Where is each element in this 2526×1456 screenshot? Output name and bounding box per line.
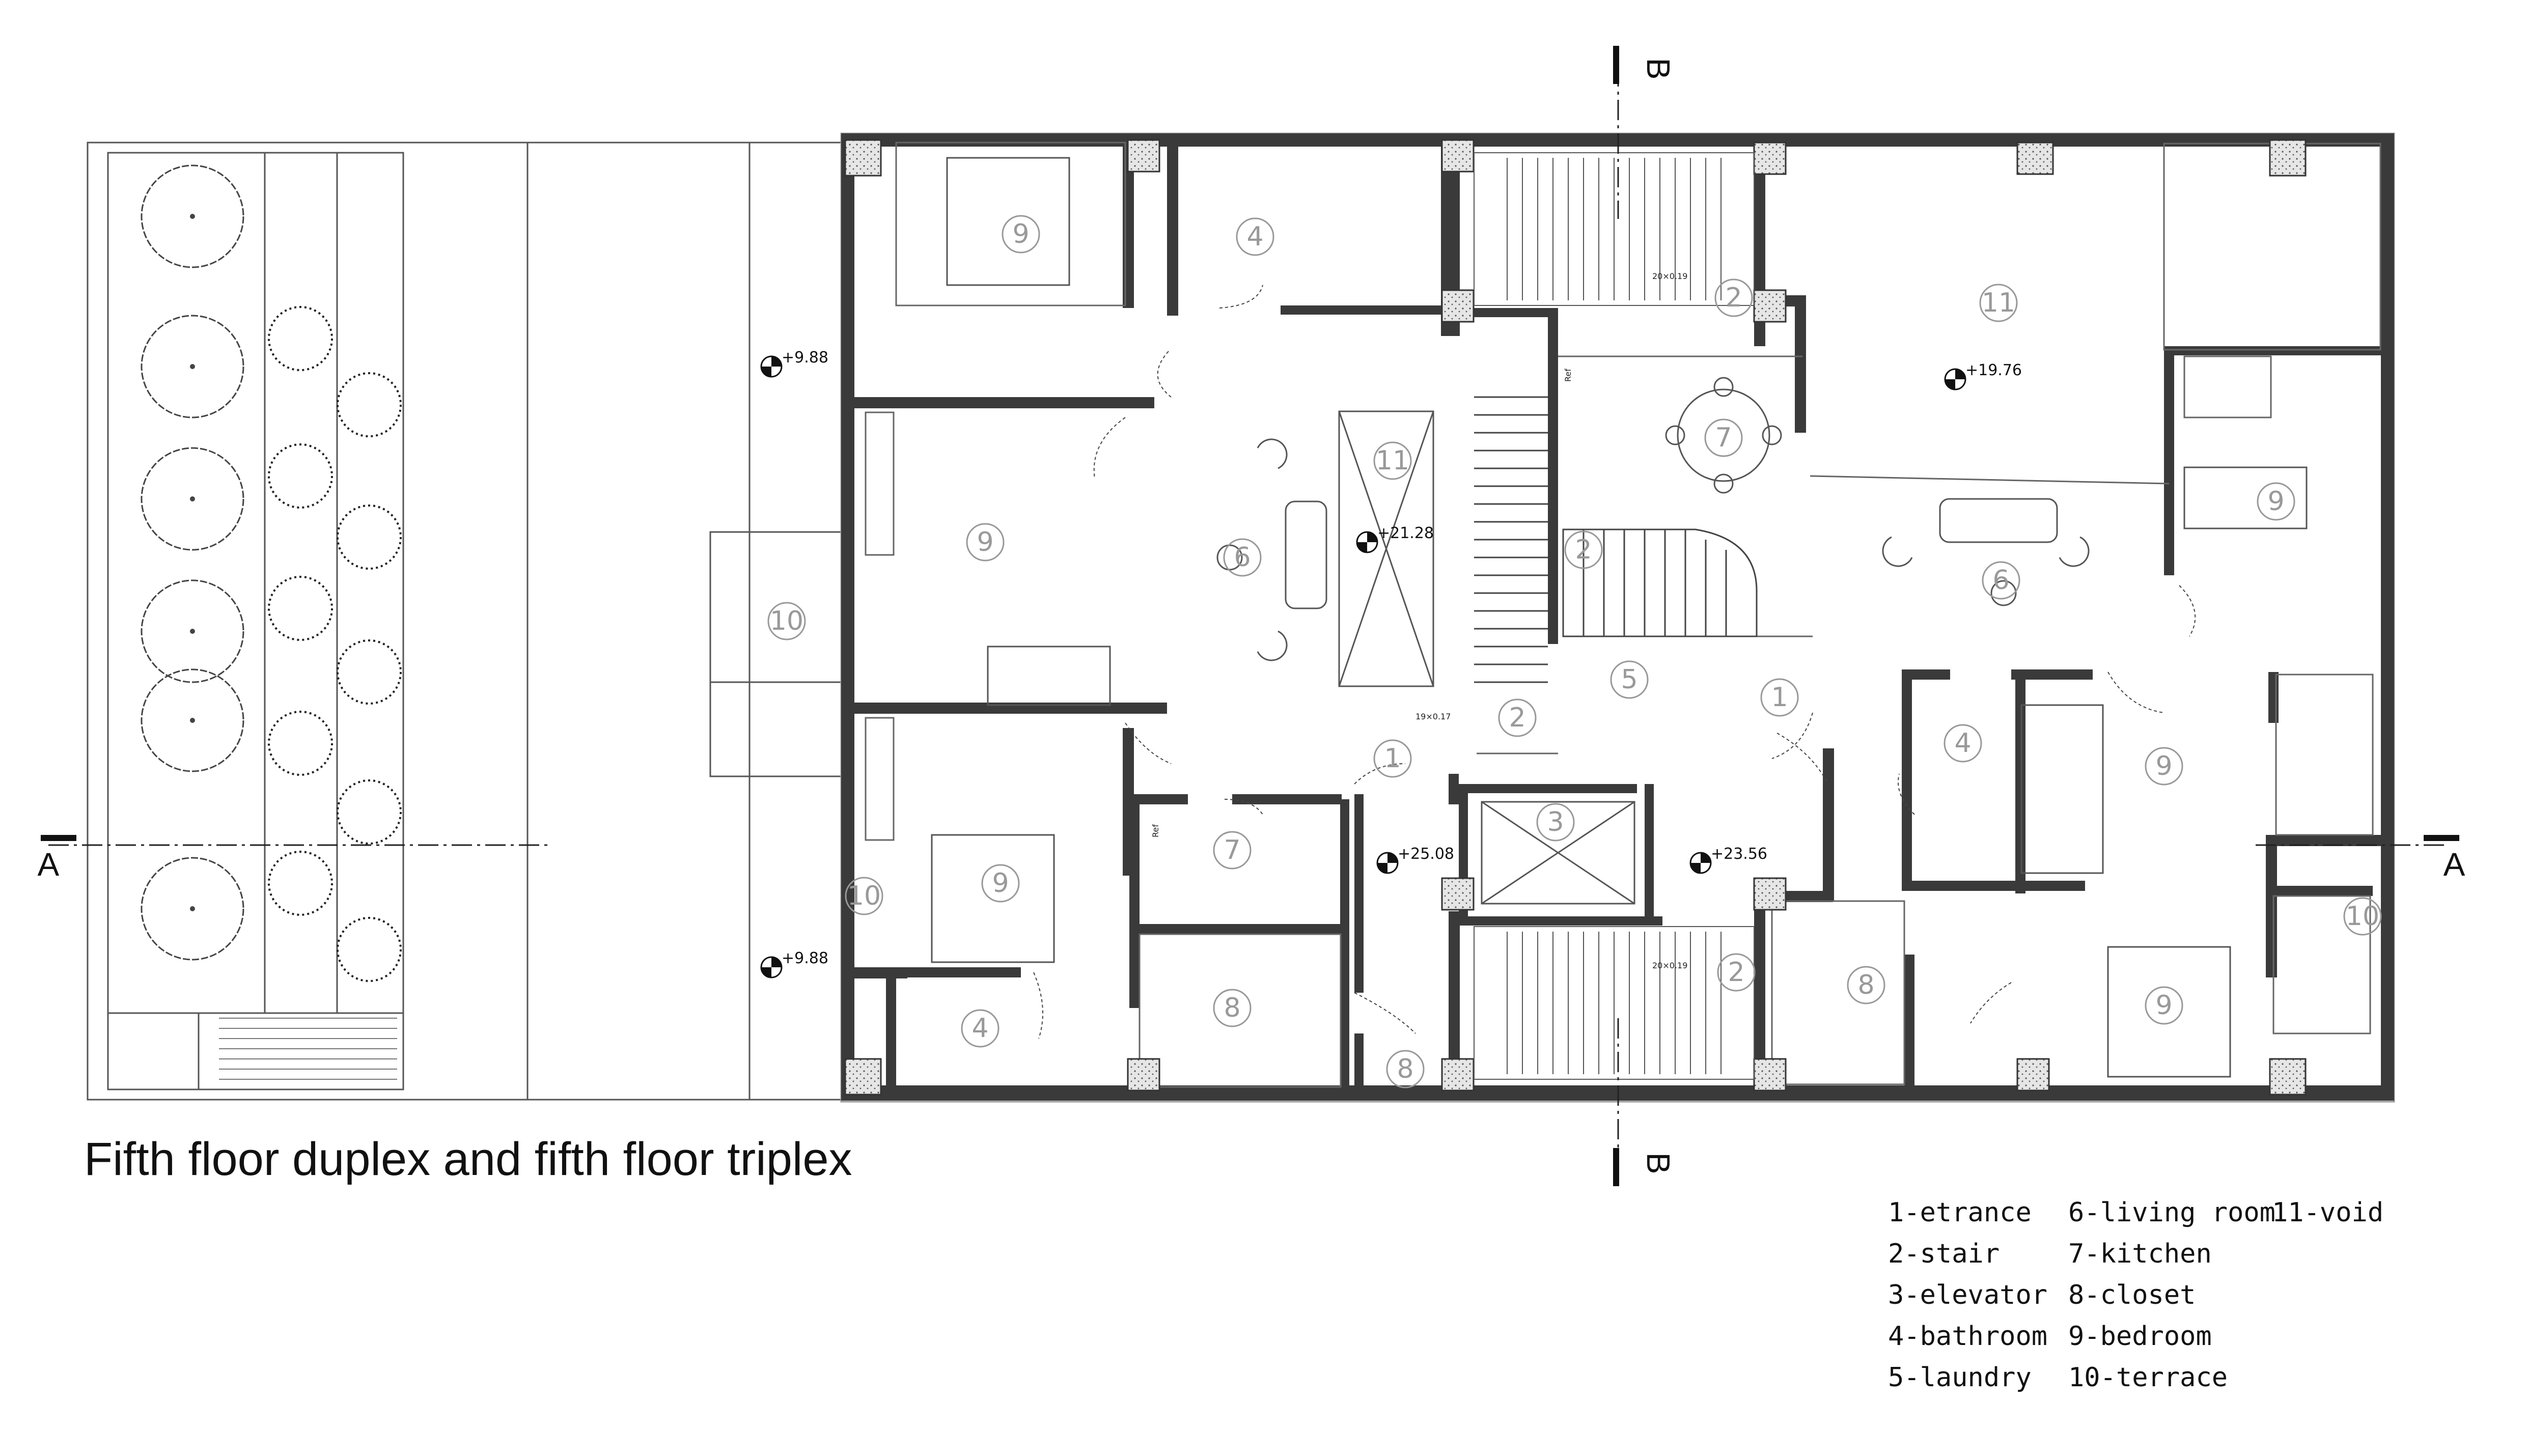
columns <box>844 139 2307 1096</box>
exterior-walls <box>841 133 2394 1101</box>
room-number: 6 <box>1992 565 2009 596</box>
section-mark-a-right: A <box>2444 846 2465 883</box>
level-label-1: +9.88 <box>782 349 828 367</box>
room-number: 4 <box>1246 221 1263 252</box>
room-number: 10 <box>2346 901 2379 932</box>
room-number: 5 <box>1621 664 1637 695</box>
stair-note-internal: 19×0.17 <box>1415 712 1451 721</box>
room-number: 1 <box>1384 743 1401 774</box>
legend-column-1: 1-etrance 2-stair 3-elevator 4-bathroom … <box>1888 1197 2047 1404</box>
room-number: 4 <box>1954 728 1971 759</box>
room-number: 9 <box>1012 219 1029 249</box>
legend-item: 9-bedroom <box>2068 1321 2212 1352</box>
level-label-4: +25.08 <box>1398 845 1454 863</box>
stair-note-top: 20×0.19 <box>1652 271 1687 281</box>
drawing-title: Fifth floor duplex and fifth floor tripl… <box>84 1133 852 1185</box>
stair-bottom <box>1474 926 1755 1080</box>
fridge-label-2: Ref <box>1151 824 1160 837</box>
legend-item: 8-closet <box>2068 1280 2196 1310</box>
legend-item: 6-living room <box>2068 1197 2275 1228</box>
legend-item: 10-terrace <box>2068 1362 2228 1393</box>
level-label-2: +9.88 <box>782 949 828 967</box>
tree-canopies <box>141 164 244 961</box>
legend-item: 4-bathroom <box>1888 1321 2048 1352</box>
room-number: 2 <box>1728 957 1744 988</box>
legend-item: 5-laundry <box>1888 1362 2032 1393</box>
room-number: 6 <box>1234 542 1251 573</box>
level-marker-fills <box>761 356 1965 977</box>
legend-item: 11-void <box>2272 1197 2384 1228</box>
legend-column-3: 11-void <box>2272 1197 2383 1239</box>
room-number: 7 <box>1224 835 1240 865</box>
legend-item: 2-stair <box>1888 1239 2000 1269</box>
room-number: 10 <box>847 881 881 911</box>
legend-column-2: 6-living room 7-kitchen 8-closet 9-bedro… <box>2068 1197 2275 1404</box>
void-hall <box>1338 410 1434 687</box>
room-number: 9 <box>2155 990 2172 1021</box>
room-number: 8 <box>1224 993 1240 1023</box>
legend-item: 7-kitchen <box>2068 1239 2212 1269</box>
room-number: 9 <box>977 527 993 557</box>
legend-item: 1-etrance <box>1888 1197 2032 1228</box>
room-number-circles <box>767 215 2382 1088</box>
room-number: 11 <box>1376 445 1409 476</box>
room-number: 9 <box>992 868 1009 899</box>
room-number: 3 <box>1547 807 1564 837</box>
section-mark-b-bottom: B <box>1640 1153 1677 1174</box>
shrubs <box>268 306 402 982</box>
room-number: 1 <box>1771 682 1788 713</box>
room-number: 7 <box>1715 423 1732 453</box>
legend-item: 3-elevator <box>1888 1280 2048 1310</box>
tree-trunks <box>190 214 195 911</box>
level-label-5: +23.56 <box>1711 845 1767 863</box>
section-flags <box>41 46 2459 1186</box>
room-number: 9 <box>2155 751 2172 781</box>
room-number: 4 <box>971 1013 988 1044</box>
room-number: 2 <box>1509 703 1525 733</box>
stair-internal <box>1474 396 1548 683</box>
room-number: 9 <box>2267 486 2284 517</box>
stair-note-bottom: 20×0.19 <box>1652 961 1687 970</box>
building-outline <box>840 132 2395 1103</box>
room-number: 2 <box>1575 535 1592 565</box>
street-terrace <box>709 531 844 777</box>
room-number: 11 <box>1982 288 2015 318</box>
stair-top <box>1474 152 1755 306</box>
section-mark-b-top: B <box>1640 58 1677 80</box>
door-swings <box>1033 285 2196 1039</box>
stair-spiral <box>1562 528 1758 637</box>
room-number: 8 <box>1857 970 1874 1000</box>
room-number: 8 <box>1397 1054 1413 1084</box>
level-label-6: +19.76 <box>1965 361 2022 379</box>
garden-steps <box>219 1018 397 1080</box>
interior-lines <box>865 142 2381 1088</box>
furniture <box>931 157 2308 1078</box>
fridge-label-1: Ref <box>1563 369 1573 382</box>
room-number: 2 <box>1725 283 1742 313</box>
section-mark-a-left: A <box>38 846 60 883</box>
level-label-3: +21.28 <box>1377 524 1434 542</box>
elevator-shaft <box>1481 801 1635 905</box>
garden-area <box>87 142 842 1101</box>
room-number: 10 <box>770 606 803 636</box>
